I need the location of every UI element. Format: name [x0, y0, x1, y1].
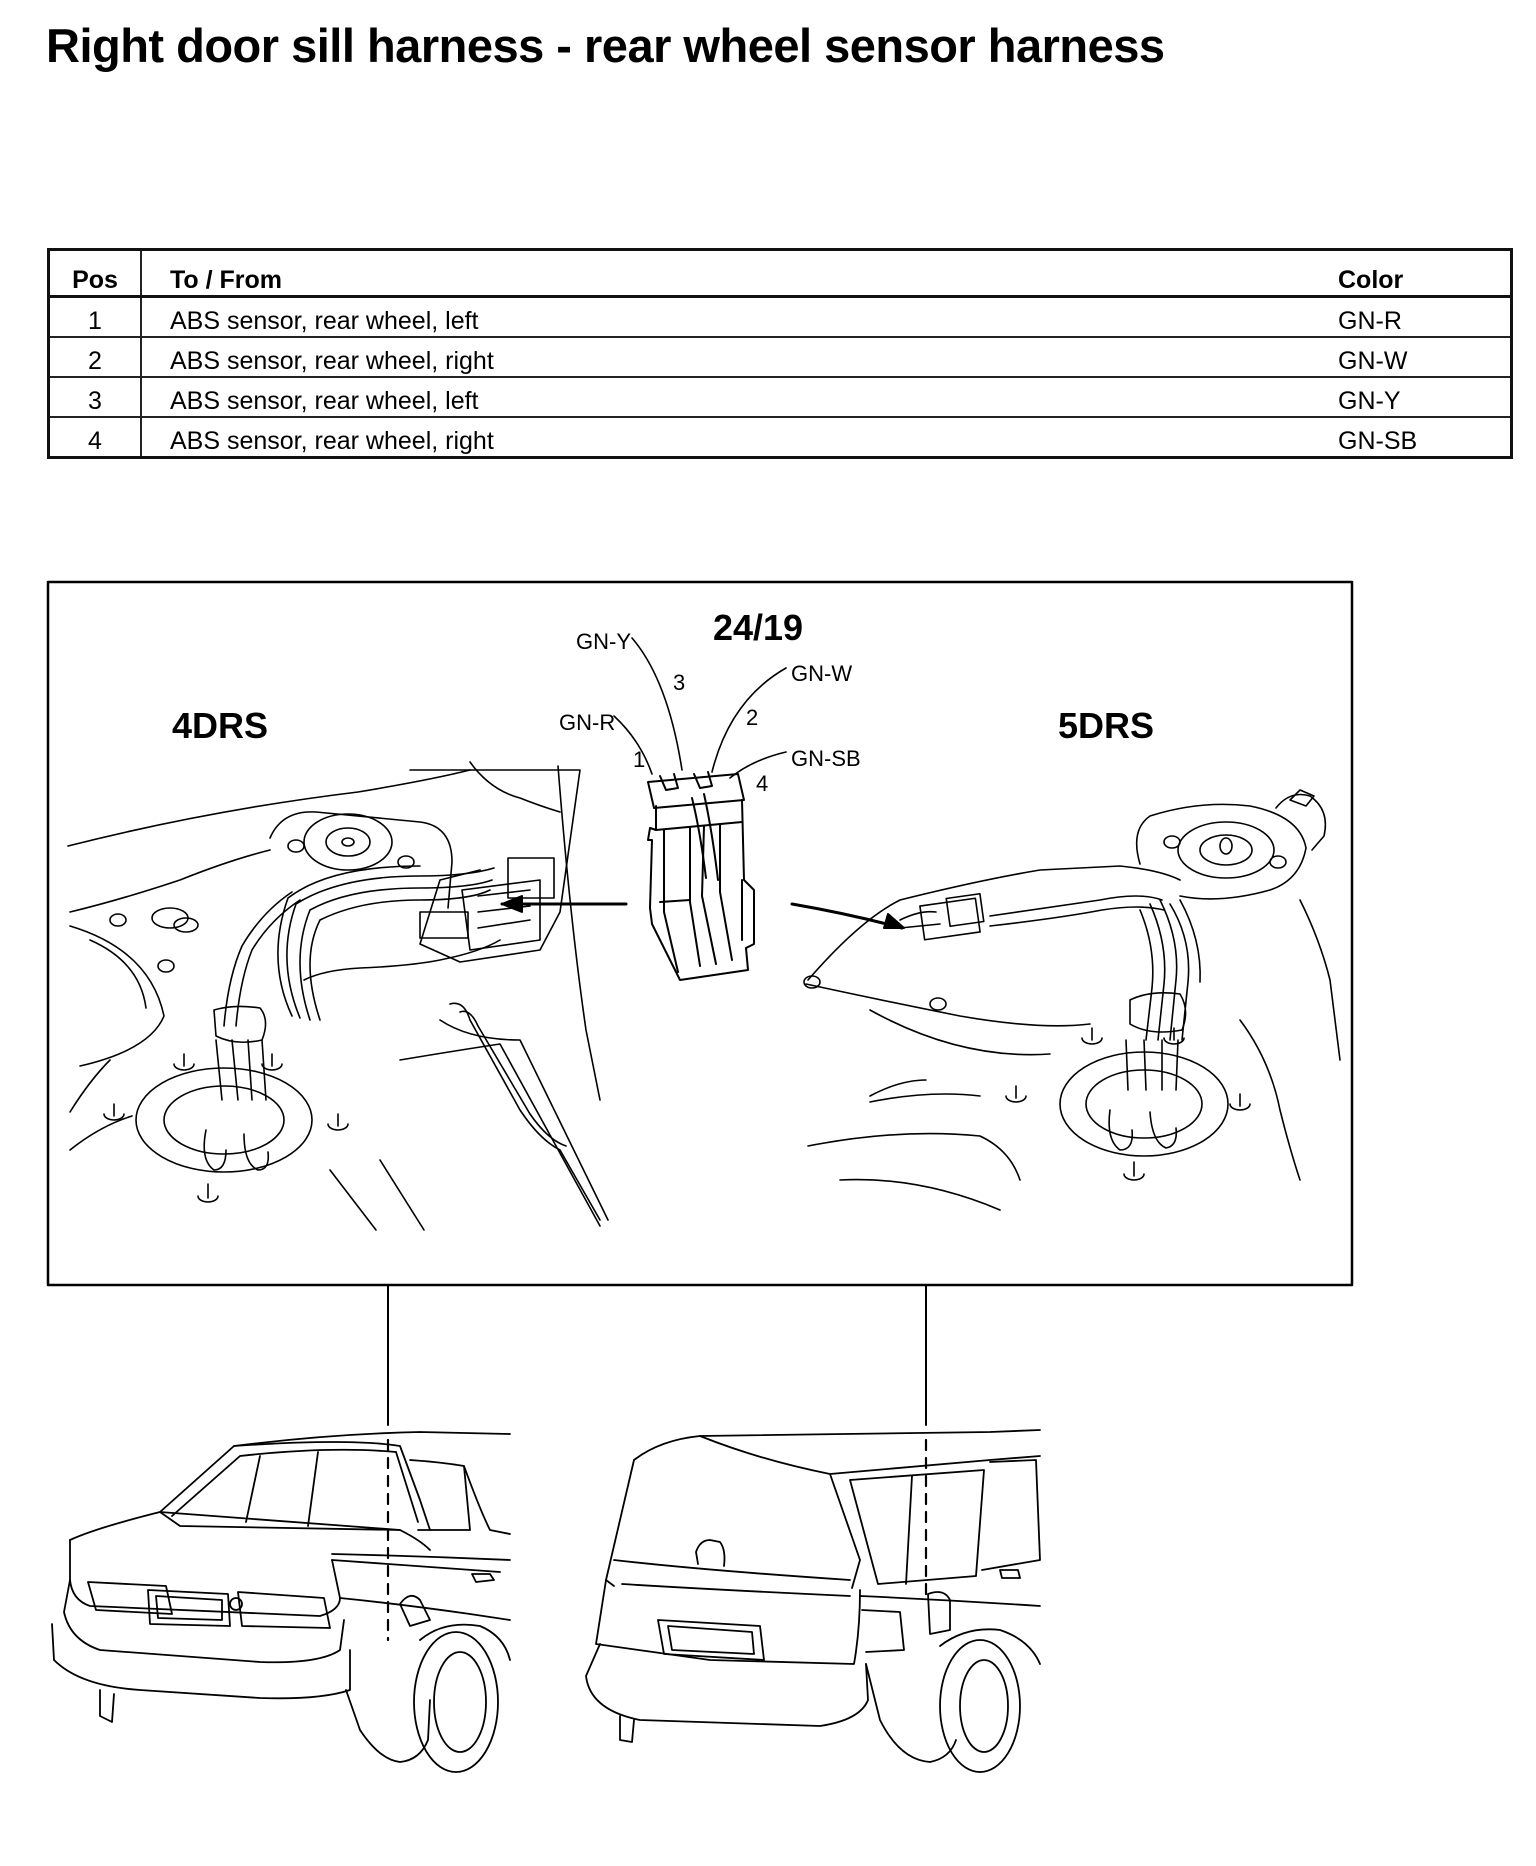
row-to-from: ABS sensor, rear wheel, right — [141, 337, 1338, 378]
table-row: 3 ABS sensor, rear wheel, left GN-Y — [48, 377, 1512, 418]
row-pos: 2 — [48, 337, 142, 378]
table-header-row: Pos To / From Color — [48, 249, 1512, 298]
pin-label-1: 1 — [633, 747, 645, 772]
header-pos: Pos — [48, 249, 142, 298]
pin-label-4: 4 — [756, 771, 768, 796]
sedan-rear-view-drawing — [51, 1431, 511, 1773]
variant-4drs-label: 4DRS — [172, 705, 268, 746]
table-row: 2 ABS sensor, rear wheel, right GN-W — [48, 337, 1512, 378]
row-to-from: ABS sensor, rear wheel, left — [141, 377, 1338, 418]
wire-leader-lines — [613, 637, 787, 779]
connector-24-19-drawing — [647, 771, 755, 981]
row-pos: 3 — [48, 377, 142, 418]
row-pos: 1 — [48, 296, 142, 338]
connector-pin-table: Pos To / From Color 1 ABS sensor, rear w… — [47, 248, 1513, 459]
4drs-installation-drawing — [67, 761, 609, 1231]
callout-lines — [387, 1284, 927, 1426]
header-to-from: To / From — [141, 249, 1338, 298]
pin-label-3: 3 — [673, 670, 685, 695]
5drs-installation-drawing — [803, 789, 1341, 1211]
row-color: GN-W — [1338, 337, 1512, 378]
row-to-from: ABS sensor, rear wheel, left — [141, 296, 1338, 338]
variant-5drs-label: 5DRS — [1058, 705, 1154, 746]
wire-label-gn-sb: GN-SB — [791, 746, 861, 771]
row-color: GN-Y — [1338, 377, 1512, 418]
header-color: Color — [1338, 249, 1512, 298]
connector-id-label: 24/19 — [713, 607, 803, 648]
table-row: 4 ABS sensor, rear wheel, right GN-SB — [48, 417, 1512, 459]
estate-rear-view-drawing — [585, 1429, 1041, 1773]
row-to-from: ABS sensor, rear wheel, right — [141, 417, 1338, 459]
detail-frame — [46, 580, 1354, 1287]
pin-label-2: 2 — [746, 705, 758, 730]
wire-label-gn-w: GN-W — [791, 661, 852, 686]
page-title: Right door sill harness - rear wheel sen… — [46, 19, 1165, 72]
row-color: GN-R — [1338, 296, 1512, 338]
row-pos: 4 — [48, 417, 142, 459]
table-row: 1 ABS sensor, rear wheel, left GN-R — [48, 296, 1512, 338]
wire-label-gn-y: GN-Y — [576, 629, 631, 654]
row-color: GN-SB — [1338, 417, 1512, 459]
wire-label-gn-r: GN-R — [559, 710, 615, 735]
